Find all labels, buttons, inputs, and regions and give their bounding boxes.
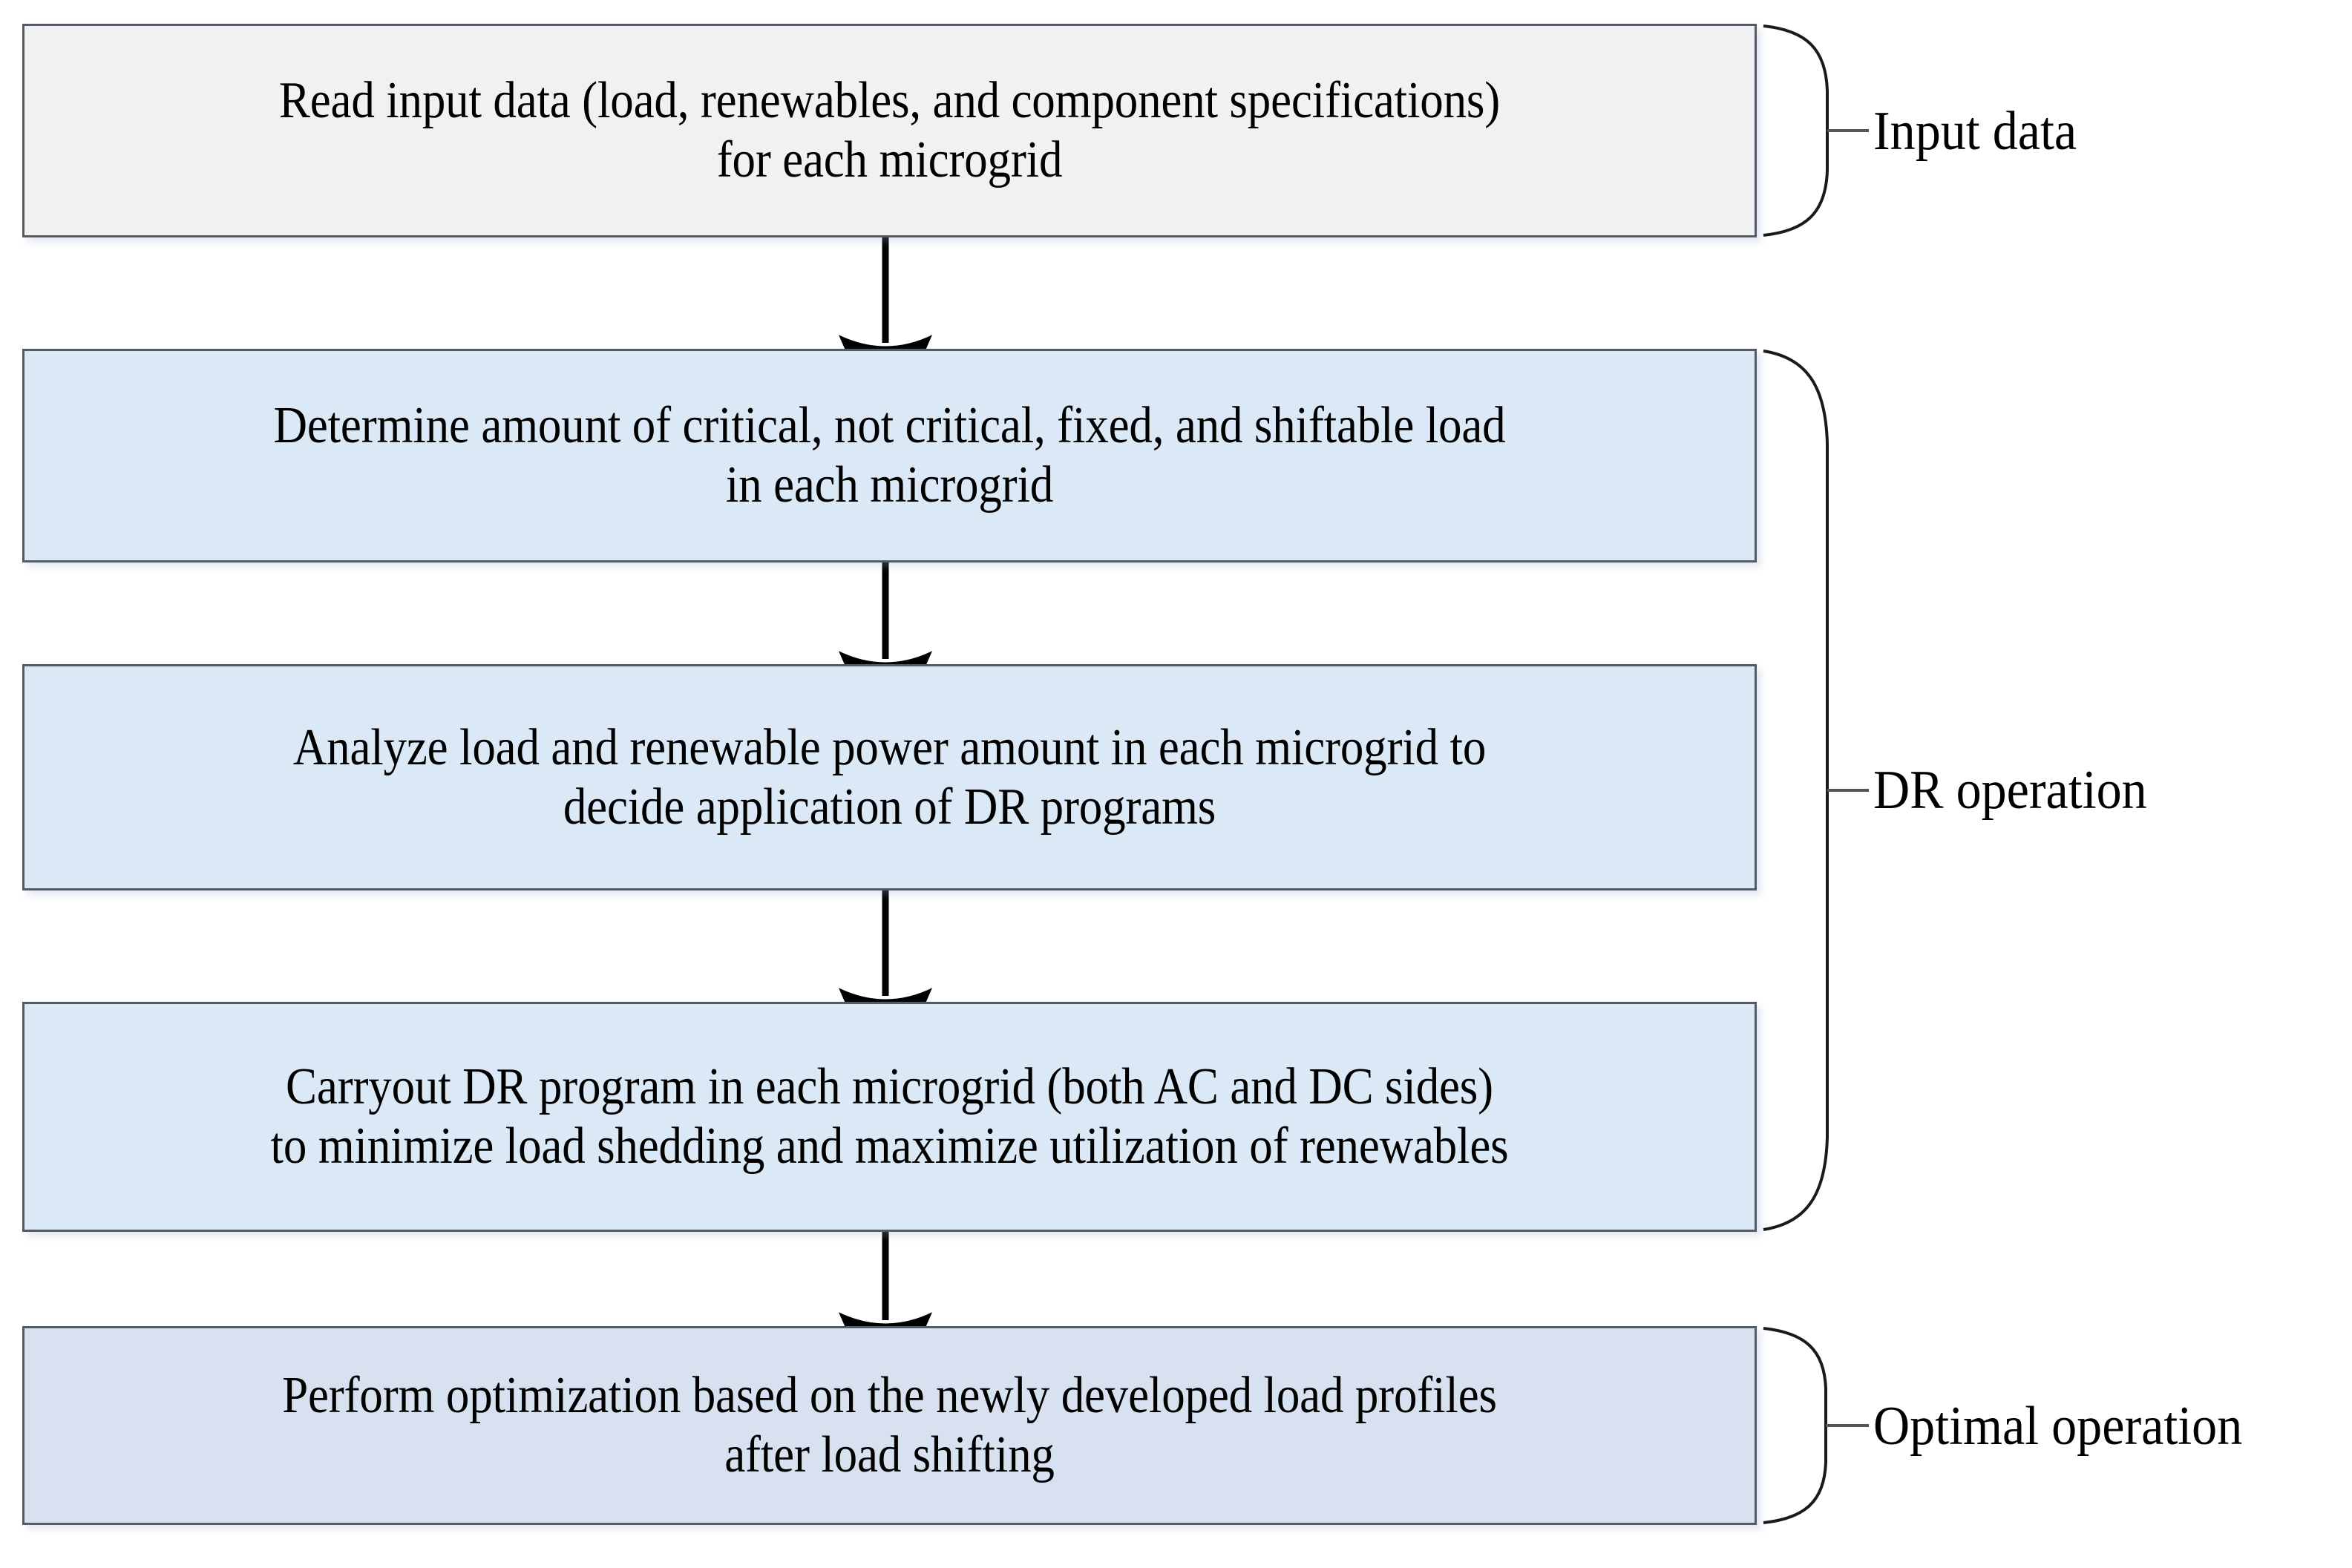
process-box-read-input[interactable]: Read input data (load, renewables, and c…	[22, 24, 1757, 237]
process-box-perform-optimization-label: Perform optimization based on the newly …	[282, 1367, 1497, 1483]
process-box-read-input-label: Read input data (load, renewables, and c…	[278, 72, 1501, 188]
curly-brace-icon	[1763, 1327, 1869, 1524]
curly-brace-icon	[1763, 350, 1869, 1231]
bracket-label-input-data: Input data	[1873, 101, 2077, 162]
process-box-carryout-dr[interactable]: Carryout DR program in each microgrid (b…	[22, 1002, 1757, 1232]
process-box-analyze-load[interactable]: Analyze load and renewable power amount …	[22, 664, 1757, 890]
bracket-group-optimal-operation: Optimal operation	[1760, 1326, 2352, 1525]
bracket-group-input-data: Input data	[1760, 24, 2339, 237]
process-box-carryout-dr-label: Carryout DR program in each microgrid (b…	[270, 1058, 1509, 1175]
curly-brace-icon	[1763, 24, 1869, 237]
process-box-analyze-load-label: Analyze load and renewable power amount …	[292, 718, 1487, 836]
bracket-label-optimal-operation: Optimal operation	[1873, 1396, 2243, 1457]
bracket-label-dr-operation: DR operation	[1873, 760, 2147, 821]
process-box-determine-load-label: Determine amount of critical, not critic…	[273, 397, 1506, 514]
process-box-determine-load[interactable]: Determine amount of critical, not critic…	[22, 349, 1757, 562]
process-box-perform-optimization[interactable]: Perform optimization based on the newly …	[22, 1326, 1757, 1525]
bracket-group-dr-operation: DR operation	[1760, 349, 2339, 1232]
